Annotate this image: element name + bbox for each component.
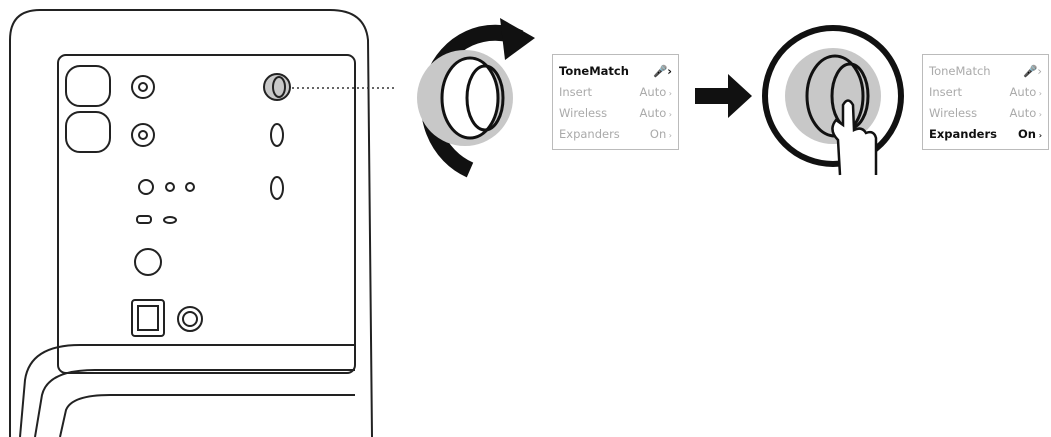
- menu-label: Expanders: [929, 127, 998, 141]
- finger-press-icon: [831, 99, 878, 176]
- right-arrow-icon: [695, 74, 752, 118]
- menu-label: Expanders: [559, 127, 620, 141]
- menu-value: Auto: [1010, 82, 1042, 103]
- menu-label: Insert: [929, 85, 962, 99]
- menu-row-expanders: Expanders On: [559, 124, 672, 145]
- menu-value: Auto: [1010, 103, 1042, 124]
- menu-row-tonematch: ToneMatch 🎤›: [929, 61, 1042, 82]
- menu-row-insert: Insert Auto: [559, 82, 672, 103]
- menu-label: ToneMatch: [559, 64, 629, 78]
- menu-value: On: [1018, 124, 1042, 145]
- menu-row-tonematch: ToneMatch 🎤›: [559, 61, 672, 82]
- rotate-knob-illustration: [417, 18, 535, 178]
- menu-value: Auto: [640, 82, 672, 103]
- menu-label: Wireless: [559, 106, 608, 120]
- microphone-icon: 🎤›: [652, 64, 672, 78]
- menu-label: ToneMatch: [929, 64, 991, 78]
- speaker-back-panel: [9, 9, 373, 437]
- menu-value: On: [650, 124, 672, 145]
- menu-label: Insert: [559, 85, 592, 99]
- menu-row-expanders: Expanders On: [929, 124, 1042, 145]
- press-knob-illustration: [762, 25, 904, 176]
- microphone-icon: 🎤›: [1023, 64, 1042, 78]
- menu-row-wireless: Wireless Auto: [929, 103, 1042, 124]
- menu-row-insert: Insert Auto: [929, 82, 1042, 103]
- menu-row-wireless: Wireless Auto: [559, 103, 672, 124]
- menu-value: Auto: [640, 103, 672, 124]
- menu-label: Wireless: [929, 106, 978, 120]
